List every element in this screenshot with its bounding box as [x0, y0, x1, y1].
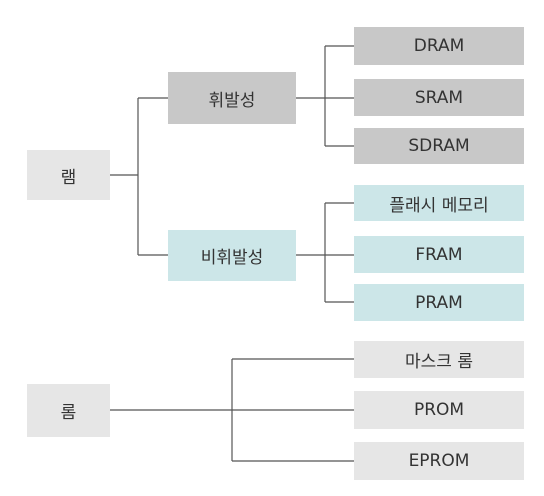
- leaf-flash-memory: 플래시 메모리: [354, 185, 524, 221]
- rom-node: 롬: [27, 384, 110, 437]
- leaf-fram: FRAM: [354, 236, 524, 273]
- leaf-sdram: SDRAM: [354, 128, 524, 164]
- ram-node: 램: [27, 150, 110, 200]
- leaf-dram: DRAM: [354, 27, 524, 65]
- leaf-mask-rom: 마스크 롬: [354, 341, 524, 378]
- leaf-pram: PRAM: [354, 284, 524, 321]
- nonvolatile-node: 비휘발성: [168, 230, 296, 281]
- leaf-prom: PROM: [354, 391, 524, 429]
- leaf-eprom: EPROM: [354, 442, 524, 480]
- volatile-node: 휘발성: [168, 72, 296, 124]
- leaf-sram: SRAM: [354, 79, 524, 116]
